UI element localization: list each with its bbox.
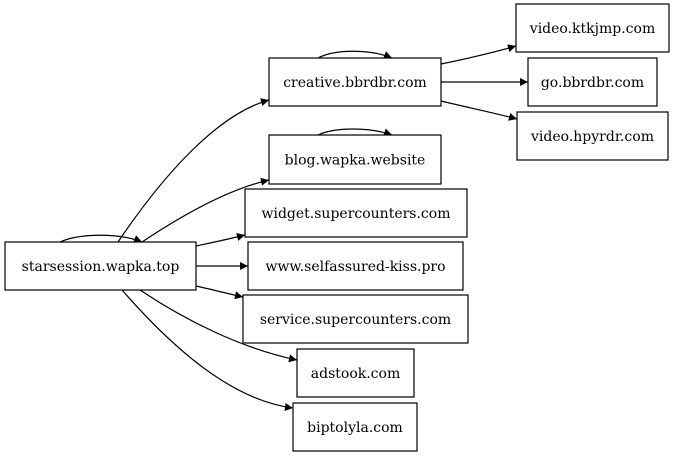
node-label: video.ktkjmp.com — [529, 21, 655, 37]
node-selfassured: www.selfassured-kiss.pro — [247, 241, 464, 291]
node-label: service.supercounters.com — [260, 312, 451, 328]
edge-starsession-to-service — [195, 285, 244, 300]
node-label: adstook.com — [311, 366, 400, 382]
node-label: biptolyla.com — [307, 420, 403, 436]
node-box — [244, 188, 468, 238]
node-box — [268, 57, 442, 107]
edge-starsession-to-blog — [141, 177, 270, 243]
node-label: go.bbrdbr.com — [541, 75, 644, 91]
node-label: widget.supercounters.com — [262, 206, 451, 222]
node-biptolyla: biptolyla.com — [292, 402, 418, 452]
edge-starsession-to-adstook — [139, 289, 298, 363]
node-box — [242, 294, 469, 344]
node-box — [292, 402, 418, 452]
node-box — [247, 241, 464, 291]
edges-layer — [59, 44, 528, 411]
edge-creative-to-hpyrdr — [440, 100, 518, 121]
node-hpyrdr: video.hpyrdr.com — [516, 111, 669, 161]
edge-starsession-to-creative — [117, 98, 270, 243]
node-starsession: starsession.wapka.top — [4, 241, 197, 291]
edge-starsession-to-widget — [195, 233, 246, 247]
edge-blog-to-blog — [317, 128, 393, 137]
node-blog: blog.wapka.website — [268, 134, 442, 185]
node-label: blog.wapka.website — [285, 153, 426, 169]
edge-creative-to-creative — [317, 50, 393, 59]
node-service: service.supercounters.com — [242, 294, 469, 344]
node-ktkjmp: video.ktkjmp.com — [515, 3, 670, 53]
node-box — [296, 348, 415, 398]
edge-creative-to-ktkjmp — [440, 44, 517, 65]
node-creative: creative.bbrdbr.com — [268, 57, 442, 107]
node-gobbrdbr: go.bbrdbr.com — [527, 57, 658, 107]
nodes-layer: starsession.wapka.top creative.bbrdbr.com… — [4, 3, 670, 452]
node-box — [516, 111, 669, 161]
node-box — [268, 134, 442, 185]
node-label: video.hpyrdr.com — [530, 129, 654, 145]
node-box — [4, 241, 197, 291]
node-label: creative.bbrdbr.com — [283, 75, 427, 91]
node-widget: widget.supercounters.com — [244, 188, 468, 238]
node-box — [515, 3, 670, 53]
node-label: starsession.wapka.top — [22, 259, 180, 275]
node-adstook: adstook.com — [296, 348, 415, 398]
edge-starsession-to-starsession — [59, 234, 143, 243]
edge-starsession-to-biptolyla — [121, 289, 294, 411]
node-box — [527, 57, 658, 107]
node-label: www.selfassured-kiss.pro — [265, 259, 445, 275]
